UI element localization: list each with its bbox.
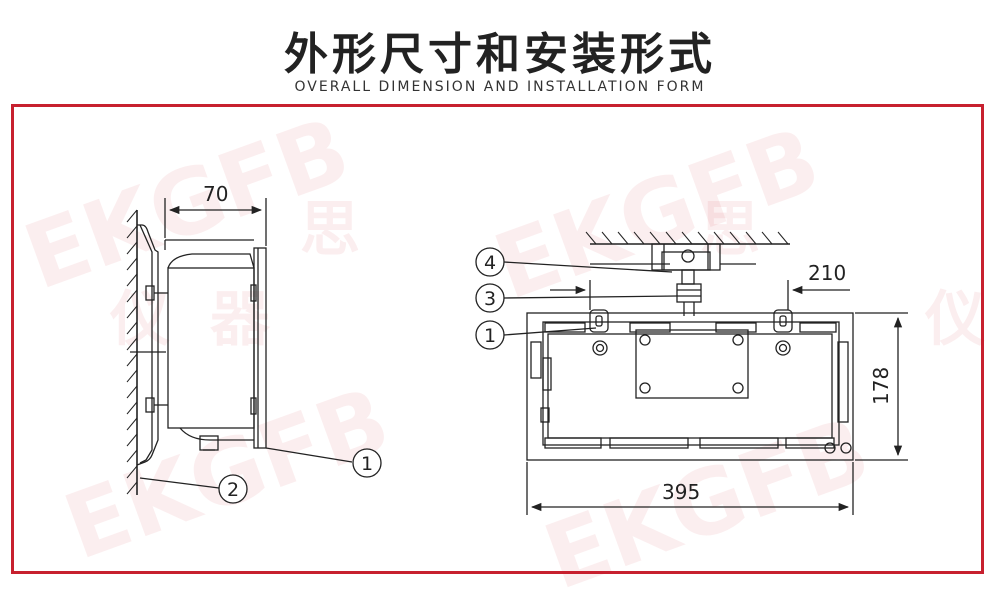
leader-2-side: [139, 477, 220, 489]
front-cover: [253, 247, 267, 449]
ceiling-hatching: [585, 231, 789, 245]
side-view: [126, 198, 353, 495]
callout-circle-3: [475, 283, 505, 313]
housing-top: [167, 253, 255, 269]
ear-right: [773, 309, 793, 333]
bolt-bottom: [145, 397, 155, 413]
side-depth-label: 70: [203, 182, 228, 206]
callout-circle-2-side: [218, 474, 248, 504]
watermark-glyph-1: 仪: [109, 285, 170, 355]
mounting-bracket-inner: [139, 224, 153, 464]
callout-circle-1-side: [352, 448, 382, 478]
watermark-brand-right: EKGFB: [482, 107, 833, 320]
screw-right: [775, 340, 791, 356]
hanging-rod: [681, 269, 695, 285]
watermark-glyph-3b: 思: [700, 195, 760, 265]
leader-3: [503, 295, 678, 299]
leader-4: [503, 261, 673, 273]
mounting-bracket: [136, 224, 159, 466]
mount-bolt: [681, 249, 695, 263]
callout-3-front: 3: [484, 288, 496, 310]
wall-hatching: [126, 209, 138, 495]
page-subtitle: OVERALL DIMENSION AND INSTALLATION FORM: [294, 79, 706, 95]
diagram-frame: [11, 104, 984, 574]
box-inner: [547, 333, 833, 439]
watermark-glyph-2: 器: [210, 285, 271, 355]
watermark-brand-bottom: EKGFB: [52, 367, 403, 580]
hinge-top: [250, 284, 257, 302]
watermark-glyph-1b: 仪: [924, 285, 985, 355]
front-view: [503, 231, 908, 515]
callout-2-side: 2: [227, 479, 239, 501]
front-height-label: 178: [869, 367, 893, 405]
front-mount-label: 210: [808, 261, 846, 285]
ear-left: [589, 309, 609, 333]
front-width-label: 395: [662, 480, 700, 504]
leader-1-side: [265, 447, 353, 463]
page-title: 外形尺寸和安装形式: [284, 29, 716, 80]
callout-circle-4: [475, 247, 505, 277]
callout-1-side: 1: [361, 453, 373, 475]
callout-1-front: 1: [484, 325, 496, 347]
callout-circle-1-front: [475, 320, 505, 350]
screw-left: [592, 340, 608, 356]
callout-4-front: 4: [484, 252, 496, 274]
name-plate: [635, 329, 749, 399]
leader-1-front: [503, 327, 597, 336]
watermark-glyph-3: 思: [300, 195, 360, 265]
hex-nut: [676, 283, 702, 303]
hinge-bottom: [250, 397, 257, 415]
watermark-brand-bottom-right: EKGFB: [532, 397, 883, 597]
box-outer: [526, 312, 854, 461]
